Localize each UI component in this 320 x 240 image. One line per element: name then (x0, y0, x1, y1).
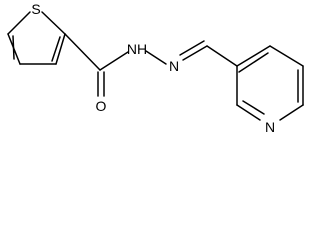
bond-py-n-c2-inner (242, 100, 265, 115)
bond-c5-s (7, 11, 31, 35)
atom-imine-n-label: N (169, 58, 179, 74)
bond-ring-carbonyl (64, 33, 101, 71)
bond-py-c3-c4 (236, 45, 271, 67)
bond-py-c6-n (279, 104, 304, 121)
atom-nh-label: NH (127, 41, 147, 57)
chemical-structure-diagram: S O NH N N (7, 1, 304, 135)
pyridine-ring (236, 45, 304, 121)
bond-c2-c3-inner (51, 36, 61, 62)
bond-c2-c3 (55, 33, 66, 65)
thiophene-ring (7, 11, 66, 65)
bond-py-c3-c4-inner (238, 52, 269, 73)
atom-sulfur-label: S (31, 1, 40, 17)
bond-ch-pyridine (206, 45, 238, 67)
bond-py-c4-c5 (269, 45, 304, 67)
atom-pyridine-n-label: N (265, 119, 275, 135)
amide-linker (64, 33, 238, 97)
bond-py-n-c2 (236, 104, 261, 121)
bond-nh-n (145, 50, 167, 65)
bond-n-ch-1 (182, 45, 208, 61)
bond-carbonyl-nh (99, 51, 129, 71)
bond-n-ch-2 (179, 40, 205, 56)
bond-s-c2 (41, 11, 66, 35)
atom-oxygen-label: O (96, 98, 107, 114)
bond-c4-c5-inner (12, 35, 15, 60)
